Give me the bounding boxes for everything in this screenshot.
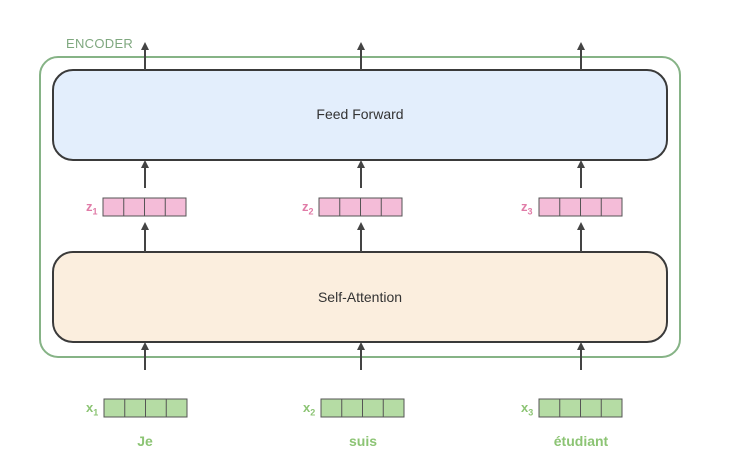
z-vector-1 xyxy=(102,197,187,217)
input-word-1: Je xyxy=(137,433,153,449)
z-label-2: z2 xyxy=(302,199,314,217)
x-vector-1 xyxy=(103,398,188,418)
input-word-2: suis xyxy=(348,433,377,449)
z-label-3: z3 xyxy=(521,199,533,217)
z-vector-3 xyxy=(538,197,623,217)
self-attention-label: Self-Attention xyxy=(317,289,403,305)
input-word-3: étudiant xyxy=(553,433,609,449)
z-vector-2 xyxy=(318,197,403,217)
z-label-1: z1 xyxy=(86,199,98,217)
x-label-2: x2 xyxy=(303,400,316,418)
x-vector-3 xyxy=(538,398,623,418)
encoder-label: ENCODER xyxy=(66,36,134,51)
x-label-3: x3 xyxy=(521,400,534,418)
x-vector-2 xyxy=(320,398,405,418)
feed-forward-label: Feed Forward xyxy=(316,106,404,122)
x-label-1: x1 xyxy=(86,400,99,418)
